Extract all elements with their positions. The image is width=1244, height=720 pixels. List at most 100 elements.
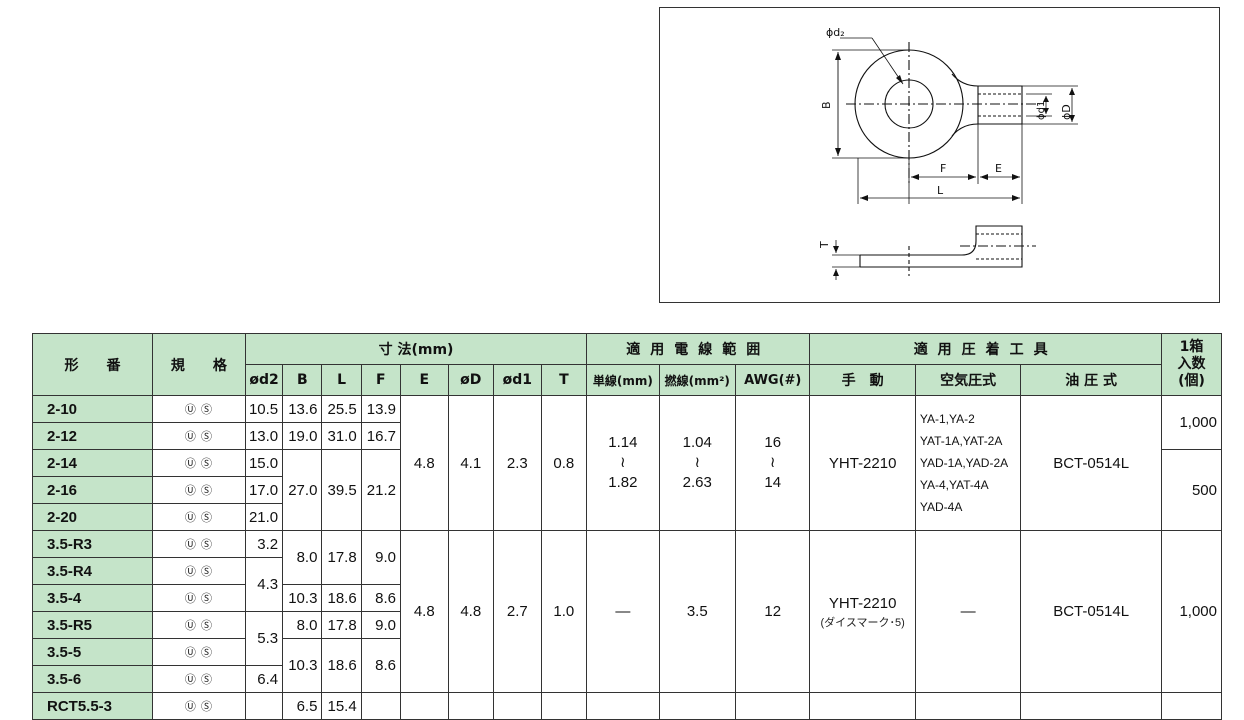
d2-cell: 17.0 [244, 476, 284, 504]
d1-cell: 2.7 [493, 530, 542, 693]
t-cell [540, 692, 588, 720]
model-cell: 3.5-R4 [32, 557, 153, 585]
b-cell: 19.0 [282, 422, 323, 450]
table-row: RCT5.5-3 Ⓤ Ⓢ 6.5 15.4 [32, 692, 1223, 720]
standard-marks: Ⓤ Ⓢ [151, 422, 246, 450]
stranded-range: 1.04 ≀ 2.63 [658, 395, 737, 531]
d2-cell: 6.4 [244, 665, 284, 693]
model-cell: 3.5-5 [32, 638, 153, 666]
hydraulic-tool: BCT-0514L [1020, 395, 1162, 531]
header-F: F [360, 364, 401, 396]
stranded-range [658, 692, 737, 720]
qty-cell [1160, 692, 1223, 720]
l-cell: 15.4 [321, 692, 362, 720]
standard-marks: Ⓤ Ⓢ [151, 557, 246, 585]
d2-cell: 3.2 [244, 530, 284, 558]
stranded-range: 3.5 [658, 530, 737, 693]
table-row: 3.5-4 Ⓤ Ⓢ 10.3 18.6 8.6 [32, 584, 1222, 612]
f-cell [360, 692, 401, 720]
label-phi-d1: ϕd1 [1036, 101, 1047, 120]
standard-marks: Ⓤ Ⓢ [151, 584, 246, 612]
model-cell: 2-12 [32, 422, 153, 450]
b-cell: 13.6 [282, 395, 323, 423]
standard-marks: Ⓤ Ⓢ [151, 449, 246, 477]
standard-marks: Ⓤ Ⓢ [151, 395, 246, 423]
header-hydraulic: 油 圧 式 [1020, 364, 1162, 396]
header-wire-range: 適用電線範囲 [586, 333, 811, 365]
qty-cell: 1,000 [1160, 395, 1223, 450]
header-stranded: 撚線(mm²) [658, 364, 737, 396]
table-row: 2-12 Ⓤ Ⓢ 13.0 19.0 31.0 16.7 [32, 422, 1222, 450]
solid-range [586, 692, 660, 720]
hydraulic-tool: BCT-0514L [1020, 530, 1162, 693]
f-cell: 8.6 [360, 638, 401, 693]
table-row: 2-10 Ⓤ Ⓢ 10.5 13.6 25.5 13.9 4.8 4.1 2.3… [32, 395, 1223, 531]
header-awg: AWG(#) [735, 364, 811, 396]
pneumatic-tools: YA-1,YA-2 YAT-1A,YAT-2A YAD-1A,YAD-2A YA… [914, 395, 1022, 531]
model-cell: 3.5-R3 [32, 530, 153, 558]
standard-marks: Ⓤ Ⓢ [151, 665, 246, 693]
header-solid: 単線(mm) [586, 364, 660, 396]
l-cell: 31.0 [321, 422, 362, 450]
table-row: 3.5-5 Ⓤ Ⓢ 10.3 18.6 8.6 [32, 638, 1222, 693]
model-cell: 3.5-R5 [32, 611, 153, 639]
f-cell: 9.0 [360, 530, 401, 585]
model-cell: 2-16 [32, 476, 153, 504]
d1-cell [493, 692, 542, 720]
e-cell: 4.8 [399, 395, 449, 531]
model-cell: 2-14 [32, 449, 153, 477]
header-D: øD [447, 364, 495, 396]
header-box-qty: 1箱 入数 (個) [1160, 333, 1223, 396]
d2-cell: 15.0 [244, 449, 284, 477]
pneumatic-tools: — [914, 530, 1022, 693]
t-cell: 0.8 [540, 395, 588, 531]
e-cell [399, 692, 449, 720]
header-T: T [540, 364, 588, 396]
ring-terminal-diagram: ϕd₂ B ϕd1 ϕD F E L T [818, 26, 1078, 280]
table-row: 2-14 Ⓤ Ⓢ 15.0 27.0 39.5 21.2 500 [32, 449, 1223, 531]
model-cell: 3.5-4 [32, 584, 153, 612]
barrel-outline [951, 73, 1023, 137]
header-tools: 適用圧着工具 [809, 333, 1162, 365]
solid-range: — [586, 530, 660, 693]
f-cell: 16.7 [360, 422, 401, 450]
manual-tool: YHT-2210 [809, 395, 916, 531]
awg-range: 12 [735, 530, 811, 693]
header-model: 形 番 [32, 333, 153, 396]
model-cell: 3.5-6 [32, 665, 153, 693]
table-row: 2-16 Ⓤ Ⓢ 17.0 [32, 476, 1222, 504]
l-cell: 18.6 [321, 638, 362, 693]
d2-cell: 13.0 [244, 422, 284, 450]
l-cell: 18.6 [321, 584, 362, 612]
b-cell: 8.0 [282, 611, 323, 639]
hydraulic-tool [1020, 692, 1162, 720]
pneumatic-tools [914, 692, 1022, 720]
d2-cell: 21.0 [244, 503, 284, 531]
label-F: F [940, 162, 946, 175]
phi-d-cell: 4.8 [447, 530, 495, 693]
b-cell: 10.3 [282, 638, 323, 693]
label-L: L [937, 184, 944, 197]
label-E: E [995, 162, 1002, 175]
standard-marks: Ⓤ Ⓢ [151, 692, 246, 720]
header-d2: ød2 [244, 364, 284, 396]
standard-marks: Ⓤ Ⓢ [151, 476, 246, 504]
standard-marks: Ⓤ Ⓢ [151, 611, 246, 639]
e-cell: 4.8 [399, 530, 449, 693]
standard-marks: Ⓤ Ⓢ [151, 503, 246, 531]
header-pneumatic: 空気圧式 [914, 364, 1022, 396]
header-dimensions: 寸 法(mm) [244, 333, 588, 365]
l-cell: 17.8 [321, 530, 362, 585]
label-phi-d2: ϕd₂ [826, 26, 845, 39]
table-row: 2-20 Ⓤ Ⓢ 21.0 [32, 503, 1222, 531]
spec-table: 形 番 規 格 寸 法(mm) 適用電線範囲 適用圧着工具 1箱 入数 (個) … [32, 333, 1223, 720]
table-row: 3.5-R4 Ⓤ Ⓢ 4.3 [32, 557, 1222, 612]
label-phi-D: ϕD [1060, 104, 1073, 120]
b-cell: 10.3 [282, 584, 323, 612]
label-B: B [820, 101, 833, 109]
standard-marks: Ⓤ Ⓢ [151, 530, 246, 558]
f-cell: 13.9 [360, 395, 401, 423]
qty-cell: 1,000 [1160, 530, 1223, 693]
f-cell: 21.2 [360, 449, 401, 531]
label-T: T [818, 241, 831, 249]
